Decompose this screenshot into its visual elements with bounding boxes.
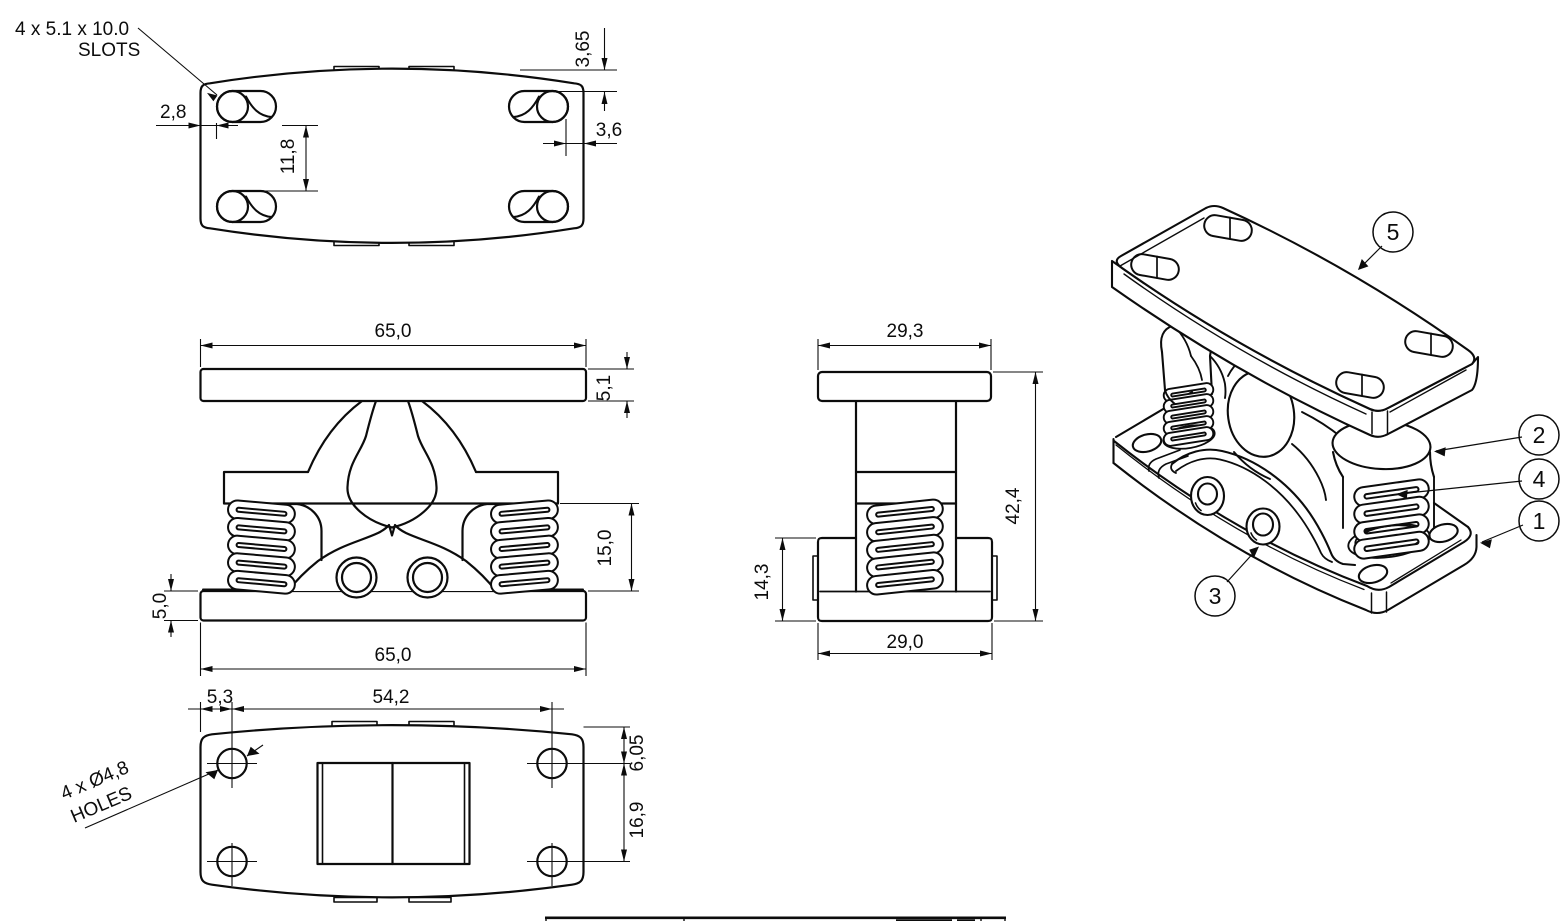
svg-text:11,8: 11,8 [278,139,299,175]
svg-text:SLOTS: SLOTS [78,40,140,61]
svg-text:29,0: 29,0 [887,632,924,653]
svg-text:3,6: 3,6 [596,120,622,141]
svg-text:3,65: 3,65 [573,31,594,68]
svg-text:65,0: 65,0 [375,645,412,666]
svg-text:5,3: 5,3 [207,687,233,708]
svg-text:65,0: 65,0 [375,321,412,342]
svg-text:42,4: 42,4 [1003,487,1024,524]
svg-text:54,2: 54,2 [373,687,410,708]
svg-text:4 x 5.1 x 10.0: 4 x 5.1 x 10.0 [15,19,129,40]
svg-text:3: 3 [1209,583,1222,609]
svg-text:2: 2 [1533,422,1546,448]
svg-text:4: 4 [1533,466,1546,492]
svg-text:5: 5 [1387,219,1400,245]
svg-text:16,9: 16,9 [627,802,648,839]
svg-text:6,05: 6,05 [627,735,648,772]
svg-text:5,0: 5,0 [150,593,171,619]
svg-text:29,3: 29,3 [887,321,924,342]
svg-text:14,3: 14,3 [752,564,773,601]
svg-text:2,8: 2,8 [160,102,186,123]
svg-text:5,1: 5,1 [594,375,615,401]
svg-text:1: 1 [1533,508,1546,534]
svg-text:15,0: 15,0 [595,530,616,567]
